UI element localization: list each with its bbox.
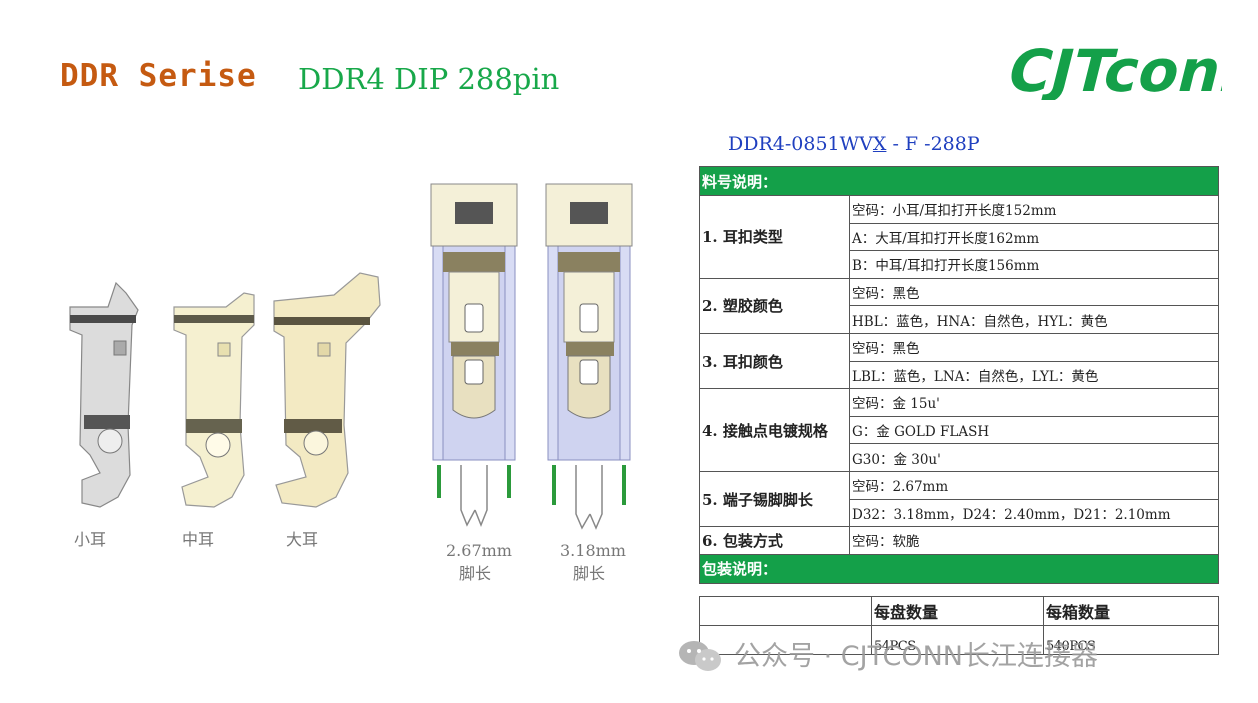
spec-value: 空码：黑色 [849, 277, 1219, 307]
spec-category: 4. 接触点电镀规格 [699, 388, 850, 472]
brand-logo: CJTconn [1001, 37, 1222, 100]
spec-value: 空码：黑色 [849, 332, 1219, 362]
spec-category: 5. 端子锡脚脚长 [699, 470, 850, 528]
page-title: DDR Serise [60, 58, 257, 94]
part-code-variable: X [872, 133, 887, 155]
spec-category: 1. 耳扣类型 [699, 195, 850, 279]
latch-large-image [273, 272, 381, 508]
spec-table: 料号说明： 1. 耳扣类型 空码：小耳/耳扣打开长度152mm A：大耳/耳扣打… [699, 166, 1219, 584]
spec-category: 2. 塑胶颜色 [699, 277, 850, 334]
latch-medium-image [173, 292, 255, 508]
spec-category: 6. 包装方式 [699, 526, 850, 555]
packing-val-per-box: 540PCS [1043, 625, 1219, 655]
latch-small-image [69, 281, 139, 508]
spec-table-header: 料号说明： [699, 166, 1219, 196]
part-code-suffix: - F -288P [886, 133, 980, 155]
spec-value: G30：金 30u' [849, 443, 1219, 472]
packing-col-per-box: 每箱数量 [1043, 596, 1219, 626]
spec-value: B：中耳/耳扣打开长度156mm [849, 250, 1219, 279]
pin-length-text: 脚长 [458, 564, 491, 583]
spec-value: LBL：蓝色，LNA：自然色，LYL：黄色 [849, 360, 1219, 390]
pin-length: 2.67mm [446, 541, 512, 560]
packing-header: 包装说明： [699, 553, 1219, 584]
spec-category: 3. 耳扣颜色 [699, 332, 850, 390]
watermark-text: 公众号 · CJTCONN长江连接器 [734, 641, 1098, 672]
spec-value: D32：3.18mm，D24：2.40mm，D21：2.10mm [849, 498, 1219, 528]
logo-cjt: CJTconn [1001, 37, 1222, 100]
pin-label-318: 3.18mm 脚长 [560, 541, 626, 584]
pin-label-267: 2.67mm 脚长 [446, 541, 512, 584]
spec-value: G：金 GOLD FLASH [849, 415, 1219, 445]
latch-label-large: 大耳 [286, 530, 319, 549]
pin-length: 3.18mm [560, 541, 626, 560]
wechat-icon [679, 641, 721, 671]
latch-label-medium: 中耳 [182, 530, 215, 549]
latch-illustrations [69, 272, 381, 508]
spec-value: HBL：蓝色，HNA：自然色，HYL：黄色 [849, 305, 1219, 334]
spec-value: 空码：小耳/耳扣打开长度152mm [849, 195, 1219, 224]
packing-val-per-reel: 54PCS [871, 625, 1044, 655]
part-code: DDR4-0851WVX - F -288P [728, 133, 980, 155]
latch-label-small: 小耳 [74, 530, 107, 549]
connector-illustrations [430, 183, 633, 530]
packing-blank [699, 596, 872, 626]
packing-blank [699, 625, 872, 655]
packing-col-per-reel: 每盘数量 [871, 596, 1044, 626]
spec-value: 空码：软脆 [849, 526, 1219, 555]
connector-318-image [545, 183, 633, 530]
spec-value: A：大耳/耳扣打开长度162mm [849, 222, 1219, 252]
packing-table: 每盘数量 每箱数量 54PCS 540PCS [699, 596, 1219, 655]
page-subtitle: DDR4 DIP 288pin [298, 62, 560, 96]
spec-value: 空码：2.67mm [849, 470, 1219, 500]
connector-267-image [430, 183, 518, 528]
spec-value: 空码：金 15u' [849, 388, 1219, 417]
part-code-prefix: DDR4-0851WV [728, 133, 873, 155]
pin-length-text: 脚长 [572, 564, 605, 583]
